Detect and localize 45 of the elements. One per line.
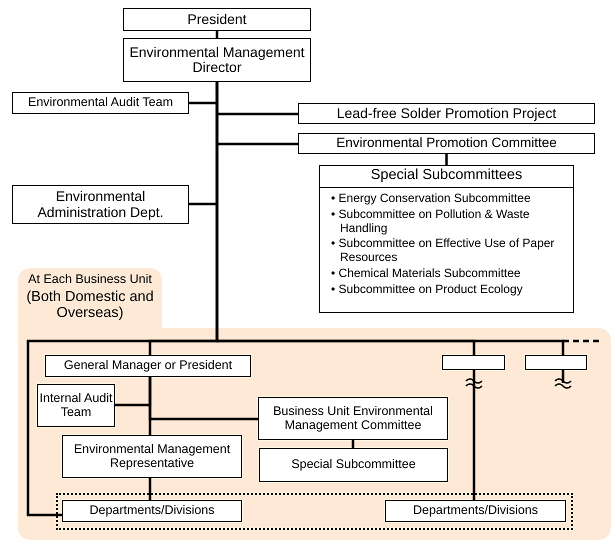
- connector-line: [216, 31, 218, 38]
- node-label: Environmental Management Representative: [72, 442, 232, 470]
- org-box: [259, 448, 448, 482]
- org-box: [12, 92, 189, 114]
- org-box: [385, 500, 566, 522]
- list-item: • Subcommittee on Product Ecology: [330, 282, 524, 298]
- node-label: Environmental Promotion Committee: [336, 136, 557, 151]
- org-box: [123, 38, 311, 82]
- dotted-frame: [56, 493, 573, 530]
- org-box: [12, 185, 189, 224]
- node-label: Internal Audit Team: [38, 392, 114, 420]
- node-label: Business Unit Environmental Management Committee: [272, 404, 434, 432]
- connector-line: [148, 377, 152, 435]
- org-box: [298, 133, 595, 154]
- region-title: At Each Business Unit: [27, 273, 153, 287]
- node-label: President: [187, 12, 247, 28]
- list-item: • Chemical Materials Subcommittee: [330, 266, 522, 282]
- business-unit-region: [18, 268, 611, 540]
- list-item: • Subcommittee on Effective Use of Paper Resources: [330, 237, 556, 266]
- connector-line: [352, 440, 354, 448]
- list-box: [319, 165, 574, 313]
- region-subtitle: (Both Domestic and Overseas): [25, 288, 155, 322]
- node-label: Departments/Divisions: [412, 504, 538, 518]
- list-heading: Special Subcommittees: [320, 166, 573, 188]
- node-label: General Manager or President: [64, 359, 232, 373]
- org-box: [258, 397, 448, 440]
- node-label: Special Subcommittee: [291, 458, 416, 472]
- node-label: Environmental Audit Team: [28, 96, 173, 110]
- node-label: Lead-free Solder Promotion Project: [336, 106, 556, 122]
- org-box: [62, 435, 242, 478]
- org-box: [37, 384, 115, 427]
- node-label: Departments/Divisions: [89, 504, 215, 518]
- list-item: • Energy Conservation Subcommittee: [330, 192, 532, 207]
- node-label: Environmental Management Director: [128, 44, 306, 76]
- connector-line: [148, 478, 152, 500]
- node-label: Environmental Administration Dept.: [36, 189, 165, 220]
- connector-line: [445, 154, 448, 165]
- connector-line: [472, 370, 476, 500]
- org-box: [45, 355, 251, 377]
- org-box: [298, 103, 595, 124]
- org-box: [62, 500, 242, 522]
- org-box: [123, 8, 311, 31]
- list-item: • Subcommittee on Pollution & Waste Handling: [330, 208, 531, 237]
- empty-box: [525, 355, 587, 370]
- empty-box: [442, 355, 505, 370]
